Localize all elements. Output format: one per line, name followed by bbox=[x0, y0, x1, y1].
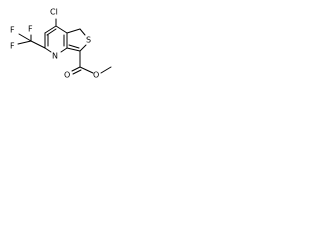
atom-label-fluorine-top-left: F bbox=[10, 26, 15, 35]
bond-ester-o-methyl bbox=[100, 66, 112, 74]
atom-label-fluorine-top-right: F bbox=[28, 25, 33, 34]
bond-cf3-f-top-left bbox=[18, 33, 32, 42]
bond-group bbox=[17, 18, 112, 75]
bond-c5-c4-double bbox=[46, 28, 57, 36]
bond-carbonyl-o-double-b bbox=[72, 69, 82, 75]
bond-c5-c4 bbox=[44, 25, 57, 34]
atom-label-sulfur: S bbox=[86, 36, 91, 45]
bond-carbonyl-ester-o bbox=[79, 66, 94, 74]
bond-c6-cf3 bbox=[30, 40, 46, 49]
atom-label-nitrogen: N bbox=[52, 52, 58, 61]
bond-c1-c7a-double bbox=[68, 44, 80, 49]
bond-c7a-n bbox=[60, 47, 68, 53]
bond-c3-s bbox=[79, 28, 86, 36]
bond-carbonyl-o-double-a bbox=[71, 66, 81, 72]
atom-label-carbonyl-oxygen: O bbox=[64, 71, 70, 80]
bond-n-c6 bbox=[44, 47, 52, 53]
bond-c3a-c3 bbox=[66, 28, 81, 34]
bond-cf3-f-bottom bbox=[17, 40, 32, 45]
bond-s-c1 bbox=[79, 44, 87, 52]
chemical-structure-diagram: Cl S N F F F O O bbox=[0, 0, 116, 99]
bond-c1-c7a bbox=[66, 47, 81, 52]
atom-label-ester-oxygen: O bbox=[93, 71, 99, 80]
bond-c4-c3a bbox=[55, 25, 68, 34]
atom-label-group: Cl S N F F F O O bbox=[10, 8, 99, 80]
atom-label-chlorine: Cl bbox=[50, 8, 58, 17]
diagram-background bbox=[0, 0, 116, 99]
atom-label-fluorine-bottom: F bbox=[10, 42, 15, 51]
